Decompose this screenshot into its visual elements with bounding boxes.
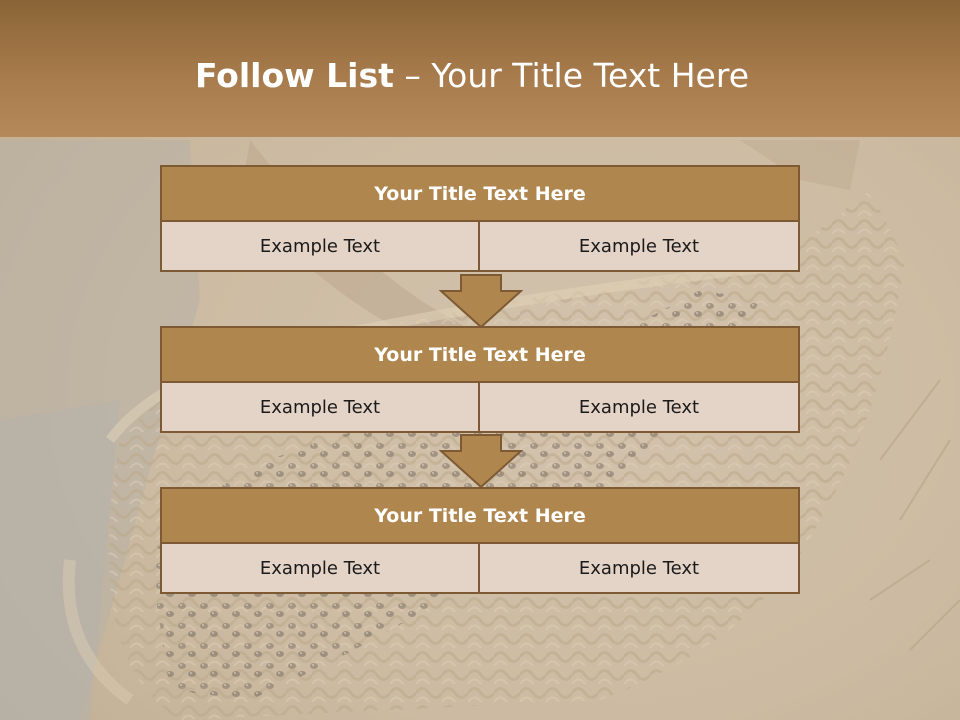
block-cell-left: Example Text: [160, 383, 480, 433]
down-arrow-icon: [439, 434, 523, 489]
block-cell-right: Example Text: [480, 383, 800, 433]
block-row: Example Text Example Text: [160, 544, 800, 594]
title-separator: –: [393, 56, 432, 95]
block-cell-right: Example Text: [480, 544, 800, 594]
block-cell-left: Example Text: [160, 222, 480, 272]
title-main: Follow List: [194, 56, 394, 95]
block-cell-left: Example Text: [160, 544, 480, 594]
list-block: Your Title Text Here Example Text Exampl…: [160, 326, 800, 433]
list-block: Your Title Text Here Example Text Exampl…: [160, 487, 800, 594]
title-sub: Your Title Text Here: [431, 56, 750, 95]
block-row: Example Text Example Text: [160, 383, 800, 433]
block-cell-right: Example Text: [480, 222, 800, 272]
block-row: Example Text Example Text: [160, 222, 800, 272]
list-block: Your Title Text Here Example Text Exampl…: [160, 165, 800, 272]
header-band: [0, 0, 960, 137]
block-title: Your Title Text Here: [160, 487, 800, 544]
slide-title: Follow List – Your Title Text Here: [0, 54, 944, 98]
block-title: Your Title Text Here: [160, 165, 800, 222]
down-arrow-icon: [439, 274, 523, 329]
block-title: Your Title Text Here: [160, 326, 800, 383]
